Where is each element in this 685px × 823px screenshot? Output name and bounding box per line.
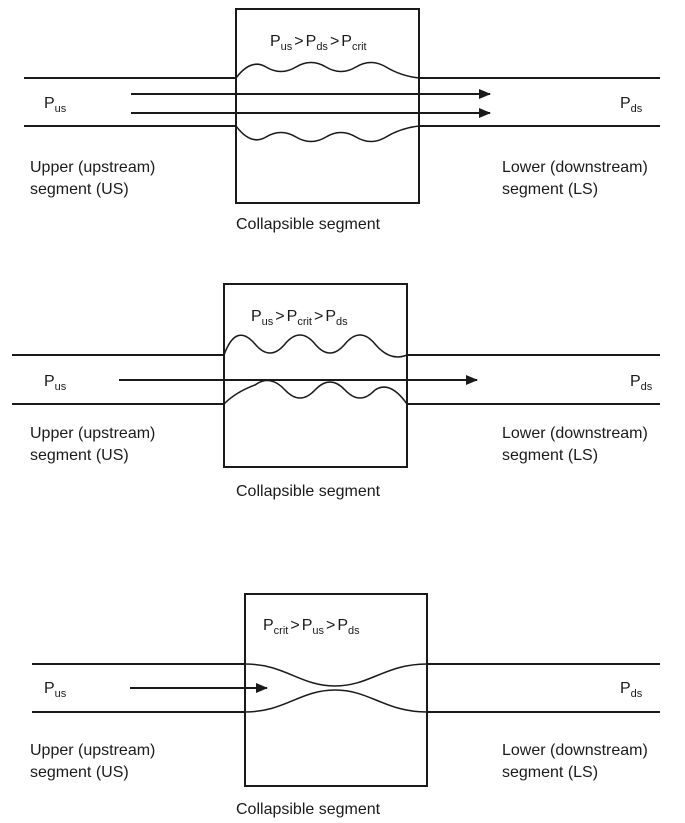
downstream-pressure: Pds: [620, 95, 643, 115]
lower-segment-label: Lower (downstream) segment (LS): [502, 159, 652, 198]
panel-1: Pus>Pds>Pcrit Pus Pds Upper (upstream) s…: [24, 8, 660, 233]
lower-segment-label: Lower (downstream) segment (LS): [502, 425, 652, 464]
upper-segment-label: Upper (upstream) segment (US): [30, 159, 160, 198]
pressure-condition: Pus>Pcrit>Pds: [251, 308, 348, 328]
collapsible-box: [223, 283, 408, 468]
upstream-pressure: Pus: [44, 95, 67, 115]
lower-segment-label: Lower (downstream) segment (LS): [502, 742, 652, 781]
downstream-pressure: Pds: [630, 373, 653, 393]
collapsible-box: [235, 8, 420, 204]
upper-segment-label: Upper (upstream) segment (US): [30, 425, 160, 464]
collapsible-segment-label: Collapsible segment: [236, 216, 381, 233]
collapsible-segment-label: Collapsible segment: [236, 483, 381, 500]
lower-wall-wave: [235, 125, 420, 143]
panel-3: Pcrit>Pus>Pds Pus Pds Upper (upstream) s…: [30, 593, 660, 818]
upper-segment-label: Upper (upstream) segment (US): [30, 742, 160, 781]
pressure-condition: Pus>Pds>Pcrit: [270, 33, 367, 53]
upper-wall-wave: [223, 334, 408, 358]
pressure-condition: Pcrit>Pus>Pds: [263, 617, 360, 637]
upstream-pressure: Pus: [44, 680, 67, 700]
upper-wall-constriction: [244, 663, 428, 687]
lower-wall-wave: [223, 379, 408, 405]
collapsible-segment-label: Collapsible segment: [236, 801, 381, 818]
upper-wall-wave: [235, 61, 420, 79]
downstream-pressure: Pds: [620, 680, 643, 700]
upstream-pressure: Pus: [44, 373, 67, 393]
lower-wall-constriction: [244, 689, 428, 713]
panel-2: Pus>Pcrit>Pds Pus Pds Upper (upstream) s…: [12, 283, 660, 500]
collapsible-box: [244, 593, 428, 787]
